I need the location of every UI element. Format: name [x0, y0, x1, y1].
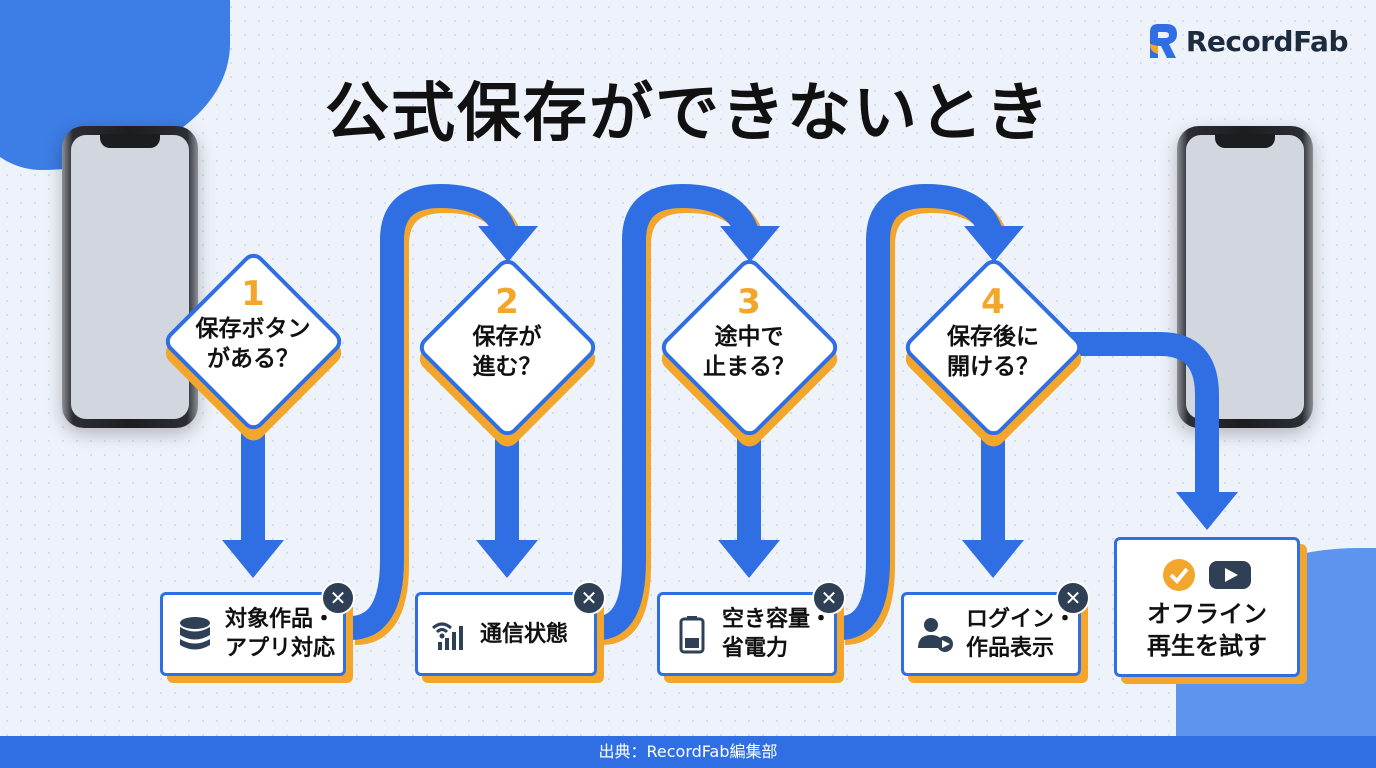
- step-number: 4: [981, 282, 1005, 322]
- check-box-storage-power: 空き容量・ 省電力 ✕: [657, 581, 846, 676]
- x-mark-icon: ✕: [321, 581, 355, 615]
- connector-4-final: [1068, 332, 1219, 496]
- check-label: 空き容量・ 省電力: [722, 607, 833, 661]
- step-2-label: 2 保存が 進む？: [422, 282, 592, 382]
- connector-1-2: [349, 183, 518, 640]
- check-label: 通信状態: [480, 621, 569, 647]
- check-box-login-display: ログイン・ 作品表示 ✕: [901, 581, 1090, 676]
- final-action-box: オフライン 再生を試す: [1114, 537, 1300, 677]
- x-mark-icon: ✕: [572, 581, 606, 615]
- final-action-label: オフライン 再生を試す: [1147, 600, 1267, 660]
- check-circle-icon: [1163, 559, 1195, 591]
- connector-3-4: [838, 183, 1004, 640]
- step-question: 保存ボタン がある？: [195, 316, 311, 372]
- database-icon: [180, 617, 210, 650]
- phone-illustration-left: [62, 126, 198, 428]
- check-label: 対象作品・ アプリ対応: [225, 607, 336, 661]
- check-box-network: 通信状態 ✕: [415, 581, 606, 676]
- step-4-label: 4 保存後に 開ける？: [908, 282, 1078, 382]
- step-number: 3: [737, 282, 761, 322]
- step-number: 1: [241, 274, 265, 314]
- x-mark-icon: ✕: [1056, 581, 1090, 615]
- phone-illustration-right: [1177, 126, 1313, 428]
- step-question: 保存が 進む？: [472, 324, 542, 380]
- signal-icon: [432, 622, 463, 650]
- connector-2-3: [596, 183, 760, 640]
- step-1-label: 1 保存ボタン がある？: [168, 274, 338, 374]
- recordfab-logo-icon: [1149, 24, 1177, 58]
- battery-icon: [679, 616, 705, 654]
- step-question: 保存後に 開ける？: [947, 324, 1039, 380]
- step-number: 2: [495, 282, 519, 322]
- check-label: ログイン・ 作品表示: [966, 607, 1077, 661]
- footer-source: 出典：RecordFab編集部: [0, 736, 1376, 768]
- x-mark-icon: ✕: [812, 581, 846, 615]
- step-question: 途中で 止まる？: [703, 324, 795, 380]
- user-play-icon: [918, 618, 953, 652]
- brand: RecordFab: [1146, 22, 1349, 60]
- brand-name: RecordFab: [1185, 24, 1349, 58]
- play-icon: [1209, 561, 1251, 589]
- step-3-label: 3 途中で 止まる？: [664, 282, 834, 382]
- check-box-app-support: 対象作品・ アプリ対応 ✕: [160, 581, 355, 676]
- page-title: 公式保存ができないとき: [325, 77, 1051, 151]
